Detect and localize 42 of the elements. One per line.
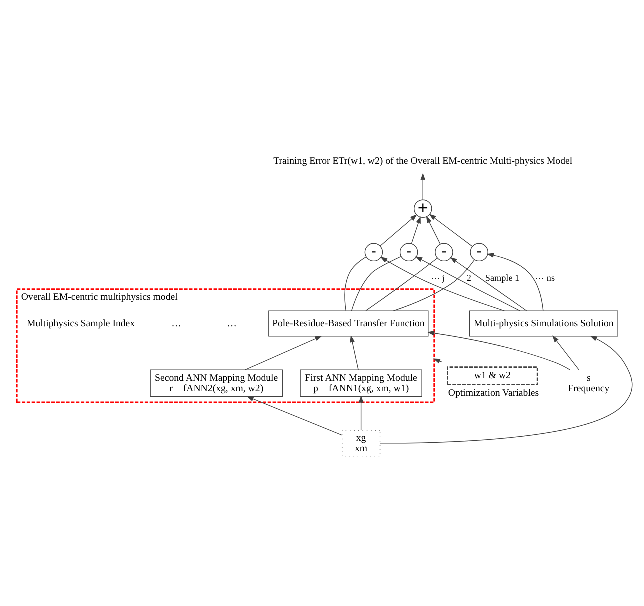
arrow — [380, 214, 418, 247]
node-circle: - — [400, 243, 418, 262]
node-circle: + — [414, 200, 432, 218]
arrow — [246, 396, 342, 436]
edge-label: ⋯ j — [430, 273, 445, 284]
connector — [344, 256, 367, 312]
arrow — [433, 358, 443, 364]
arrow — [426, 216, 441, 245]
arrow — [380, 257, 505, 312]
arrow — [350, 335, 359, 370]
label: … — [227, 318, 237, 330]
arrow — [428, 330, 571, 370]
arrow — [486, 253, 544, 312]
edge-label: Sample 1 — [485, 273, 520, 284]
node-circle: - — [470, 243, 488, 262]
node-box: Pole-Residue-Based Transfer Function — [268, 310, 429, 337]
node-box: Second ANN Mapping Module r = fANN2(xg, xm, w2) — [150, 370, 283, 398]
arrow — [552, 336, 580, 370]
node-circle: - — [364, 243, 384, 262]
arrow — [450, 257, 528, 312]
node-box: First ANN Mapping Module p = fANN1(xg, xm, w1) — [300, 370, 422, 398]
arrow — [358, 396, 364, 431]
arrow — [380, 336, 633, 444]
node-text: Training Error ETr(w1, w2) of the Overall EM-centric Multi-physics Model — [274, 156, 573, 168]
node-label: Optimization Variables — [448, 388, 540, 400]
node-circle: - — [435, 243, 454, 262]
arrow — [429, 214, 473, 247]
node-box: Multi-physics Simulations Solution — [469, 310, 618, 337]
edge-label: 2 — [466, 273, 472, 284]
arrow — [244, 336, 322, 370]
label: Multiphysics Sample Index — [26, 318, 136, 330]
node-box: xg xm — [342, 430, 381, 458]
node-text: s Frequency — [568, 372, 610, 394]
connector — [351, 256, 402, 312]
arrow — [416, 256, 521, 312]
connector — [393, 260, 475, 312]
label: … — [172, 318, 182, 330]
edge-label: ⋯ ns — [536, 273, 556, 284]
arrow — [411, 216, 421, 244]
arrow — [420, 173, 426, 200]
connector — [366, 258, 438, 312]
node-box: w1 & w2 — [447, 366, 538, 386]
